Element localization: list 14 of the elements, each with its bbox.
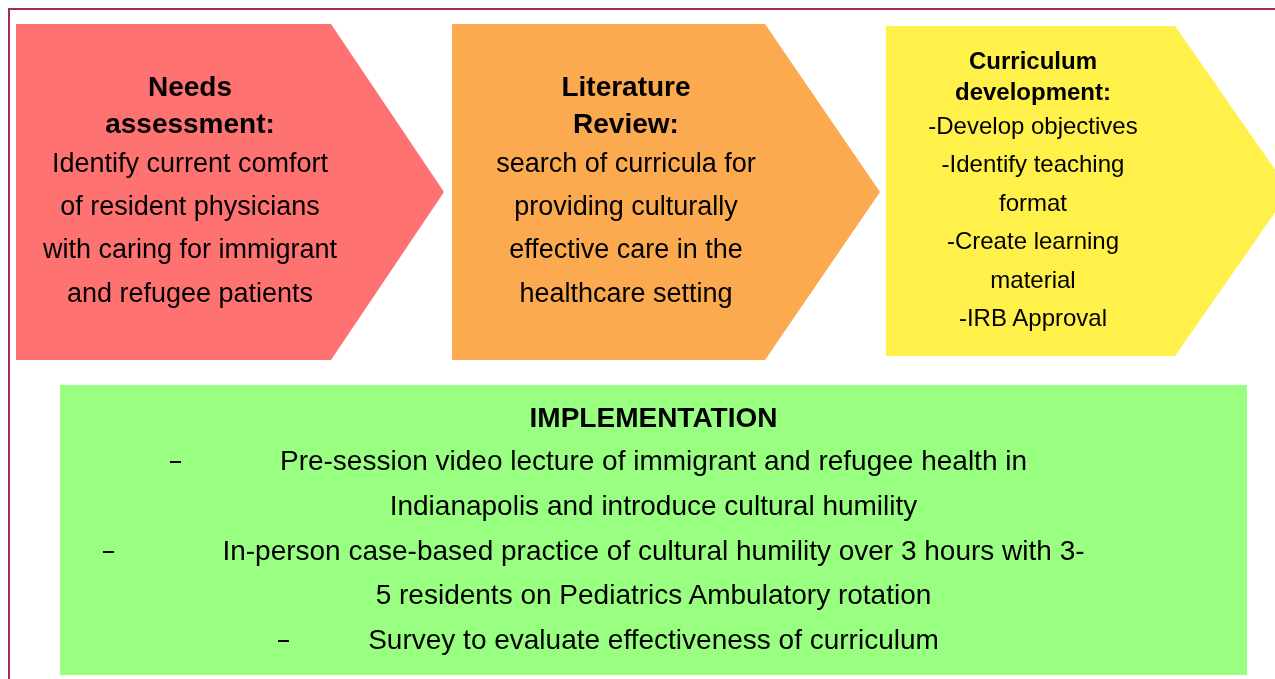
step-text: -Identify teaching format <box>940 149 1126 218</box>
step-text: -Develop objectives <box>928 111 1138 141</box>
bullet-text: Survey to evaluate effectiveness of curriculum <box>368 623 939 658</box>
step-heading: Literature Review: <box>560 70 692 141</box>
step-heading: Curriculum development: <box>954 45 1112 107</box>
bullet-text: Pre-session video lecture of immigrant and refugee health in Indianapolis and introduce cultural humility <box>278 444 1029 523</box>
implementation-box <box>60 385 1247 675</box>
bullet-text: In-person case-based practice of cultural humility over 3 hours with 3-5 residents on Pediatrics Ambulatory rotation <box>221 533 1086 613</box>
step-heading: Needs assessment: <box>104 70 276 141</box>
step-text: search of curricula for providing culturally effective care in the healthcare setting <box>495 147 757 310</box>
step-text: -Create learning material <box>945 226 1121 295</box>
section-heading: IMPLEMENTATION <box>529 401 778 435</box>
step-text: Identify current comfort of resident physicians with caring for immigrant and refugee patients <box>41 147 339 310</box>
step-text: -IRB Approval <box>958 302 1108 333</box>
